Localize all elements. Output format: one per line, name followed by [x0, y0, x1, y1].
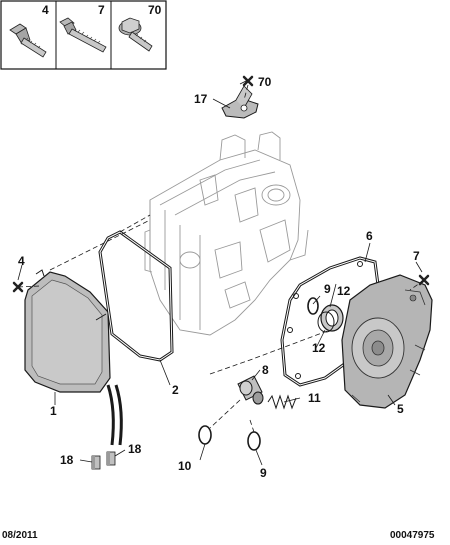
callout-9-upper: 9 [324, 282, 331, 296]
callout-10: 10 [178, 459, 192, 473]
footer-date: 08/2011 [2, 530, 38, 541]
part-1-cover [24, 269, 111, 393]
footer-ref-number: 00047975 [390, 530, 435, 541]
leader-lines [17, 79, 423, 466]
callout-18-right: 18 [128, 442, 142, 456]
part-9-oring-lower [247, 431, 261, 451]
part-11-spring [267, 394, 297, 410]
part-8-sleeve [237, 375, 264, 405]
callout-1: 1 [50, 404, 57, 418]
cover-tabs [106, 384, 123, 446]
callout-9-lower: 9 [260, 466, 267, 480]
part-12-seals [317, 304, 344, 333]
gearbox-housing [144, 131, 309, 336]
header-ref-70: 70 [148, 3, 162, 17]
assembly-lines [17, 84, 425, 433]
callout-12-upper: 12 [337, 284, 351, 298]
callout-8: 8 [262, 363, 269, 377]
callout-2: 2 [172, 383, 179, 397]
header-ref-7: 7 [98, 3, 105, 17]
callout-11: 11 [308, 391, 321, 405]
short-screw-icon [9, 23, 47, 58]
header-ref-4: 4 [42, 3, 49, 17]
callout-70: 70 [258, 75, 272, 89]
part-2-gasket [98, 230, 174, 362]
part-9-oring-upper [307, 297, 319, 315]
callout-5: 5 [397, 402, 404, 416]
callout-12-lower: 12 [312, 341, 326, 355]
part-5-side-cover [341, 274, 433, 409]
part-17-bracket [221, 85, 259, 119]
part-18-clips [91, 451, 116, 470]
callout-17: 17 [194, 92, 208, 106]
callout-4: 4 [18, 254, 25, 268]
long-screw-icon [59, 17, 107, 53]
callout-18-left: 18 [60, 453, 74, 467]
callout-6: 6 [366, 229, 373, 243]
flange-bolt-icon [118, 17, 153, 52]
part-10-oring [198, 425, 212, 445]
callout-7: 7 [413, 249, 420, 263]
